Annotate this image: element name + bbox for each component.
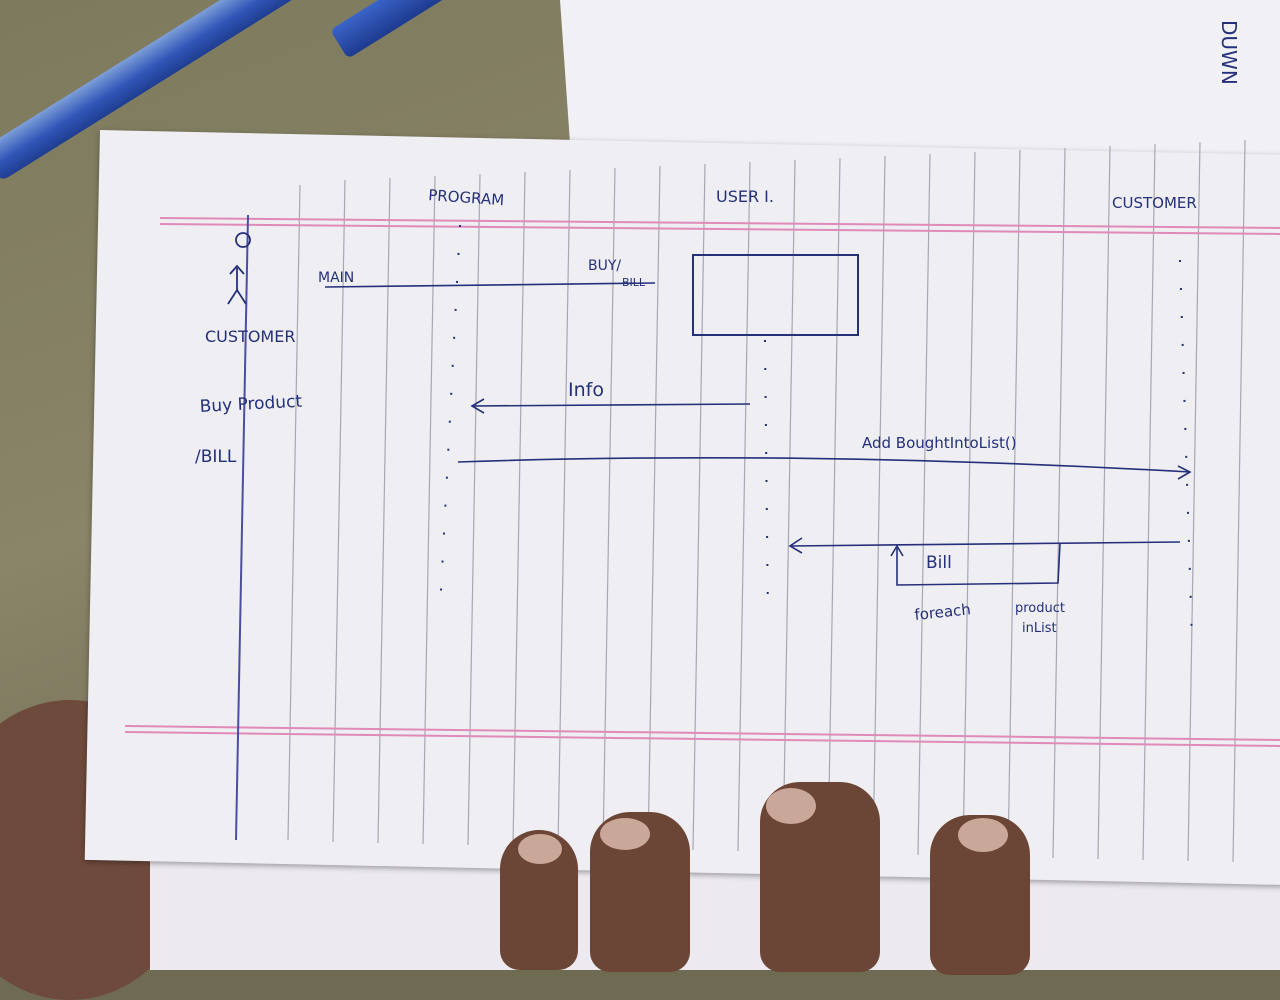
message-bill: Bill — [926, 553, 952, 573]
message-info: Info — [568, 379, 604, 401]
fingernail-4 — [958, 818, 1008, 852]
message-add-bought-line — [457, 456, 1191, 473]
loop-note-product: product — [1015, 601, 1065, 616]
bill-loop-box — [896, 542, 1061, 586]
left-margin-line — [235, 214, 249, 841]
message-bill-line — [789, 541, 1181, 547]
message-info-line — [471, 403, 751, 407]
user-interface-box — [692, 254, 859, 336]
corner-note: DUWN — [1217, 20, 1241, 85]
message-add-bought-arrowhead — [1177, 465, 1192, 480]
message-bill-arrowhead — [788, 537, 803, 554]
message-main: MAIN — [318, 270, 354, 286]
lifeline-label-user: USER I. — [716, 187, 774, 206]
loop-note-foreach: foreach — [914, 600, 972, 624]
lifeline-label-program: PROGRAM — [428, 186, 505, 209]
bill-loop-arrowhead — [890, 544, 904, 557]
actor-label: CUSTOMER — [205, 327, 295, 346]
message-main-line — [324, 282, 656, 288]
fingernail-2 — [600, 818, 650, 850]
margin-lines — [124, 217, 1280, 747]
message-buy: BUY/ — [588, 258, 621, 274]
use-case-line2: /BILL — [195, 447, 237, 467]
message-bill-small: BILL — [622, 276, 646, 289]
message-info-arrowhead — [470, 398, 485, 414]
use-case-line1: Buy Product — [199, 392, 303, 417]
loop-note-inlist: inList — [1022, 621, 1057, 636]
lifeline-label-customer: CUSTOMER — [1112, 194, 1197, 212]
fingernail-1 — [518, 834, 562, 864]
diagram-canvas: PROGRAM USER I. CUSTOMER CUSTOMER Buy Pr… — [124, 20, 1280, 863]
lifeline-program — [439, 224, 461, 611]
lifeline-customer — [1179, 259, 1193, 641]
lifeline-user — [764, 339, 769, 621]
fingernail-3 — [766, 788, 816, 824]
ruled-lines — [287, 139, 1246, 863]
message-add-bought: Add BoughtIntoList() — [862, 434, 1017, 452]
actor-figure — [227, 232, 251, 305]
